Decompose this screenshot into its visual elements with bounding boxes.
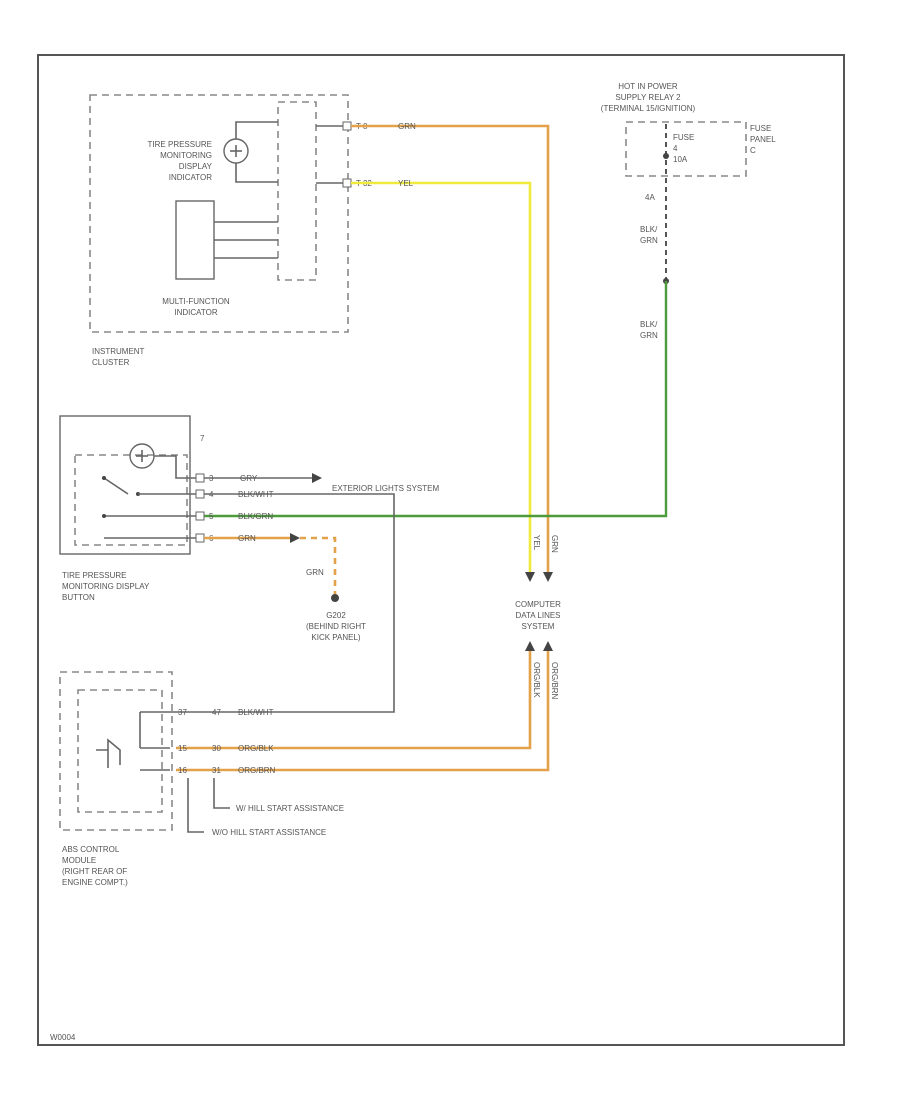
grn-ground-label: GRN	[306, 568, 324, 577]
yel-vert-label: YEL	[532, 535, 541, 551]
data-arrow-4-icon	[543, 641, 553, 651]
btn-conn-2-icon	[195, 489, 205, 499]
diagram-frame	[37, 54, 845, 1046]
abs-blk-wht-label: BLK/WHT	[238, 708, 274, 717]
blkgrn1-label: BLK/GRN	[640, 225, 658, 245]
grn-wire-ground	[300, 536, 337, 595]
btn-conn-3-icon	[195, 511, 205, 521]
btn-pin-3: 5	[209, 512, 214, 521]
abs-transistor-icon	[96, 738, 121, 768]
grn-vert-label: GRN	[550, 535, 559, 553]
org-blk-wire	[176, 651, 532, 750]
blk-grn-button-label: BLK/GRN	[238, 512, 273, 521]
abs-wire-2-num: 30	[212, 744, 221, 753]
exterior-lights-label: EXTERIOR LIGHTS SYSTEM	[332, 484, 439, 493]
org-brn-wire	[176, 651, 550, 772]
cluster-connector-a-icon	[342, 121, 352, 131]
yel-wire-cluster	[351, 181, 532, 572]
grn-button-label: GRN	[238, 534, 256, 543]
blk-wht-wire-label: BLK/WHT	[238, 490, 274, 499]
yel-wire-label-top: YEL	[398, 179, 414, 188]
data-arrow-1-icon	[525, 572, 535, 582]
abs-org-blk-label: ORG/BLK	[238, 744, 274, 753]
btn-pin-top: 7	[200, 434, 205, 443]
hill-start-2-label: W/O HILL START ASSISTANCE	[212, 828, 326, 837]
tpms-button-box	[59, 415, 191, 555]
data-arrow-2-icon	[543, 572, 553, 582]
abs-module-inner	[77, 689, 163, 813]
hill-start-1-label: W/ HILL START ASSISTANCE	[236, 804, 344, 813]
blk-grn-wire	[204, 281, 668, 518]
btn-conn-4-icon	[195, 533, 205, 543]
blkgrn2-label: BLK/GRN	[640, 320, 658, 340]
ground-icon	[331, 594, 339, 602]
fuse-panel-box	[625, 121, 747, 177]
grn-wire-label-top: GRN	[398, 122, 416, 131]
blk-wht-wire	[170, 493, 395, 713]
abs-pin-3: 16	[178, 766, 187, 775]
abs-wire-1-num: 47	[212, 708, 221, 717]
arrow-ground-icon	[290, 533, 300, 543]
grn-wire-cluster	[351, 124, 550, 572]
blk-grn-lower-label-group: BLK/GRN	[640, 320, 658, 340]
fuse-terminal-icon	[663, 153, 669, 159]
abs-pin-2: 15	[178, 744, 187, 753]
hill-start-bracket-2	[187, 778, 204, 833]
tpms-button-inner	[74, 454, 188, 546]
org-brn-vert-label: ORG/BRN	[550, 662, 559, 700]
cluster-connector-block	[277, 101, 317, 281]
abs-wire-3-num: 31	[212, 766, 221, 775]
abs-module-box	[59, 671, 173, 831]
diagram-id: W0004	[50, 1033, 76, 1042]
blk-grn-fuse-label-group: BLK/GRN	[640, 225, 658, 245]
gry-wire-label: GRY	[240, 474, 258, 483]
switch-contact-icon	[103, 477, 129, 495]
org-blk-vert-label: ORG/BLK	[532, 662, 541, 698]
hill-start-bracket-1	[213, 778, 230, 809]
abs-org-brn-label: ORG/BRN	[238, 766, 276, 775]
data-arrow-3-icon	[525, 641, 535, 651]
btn-conn-1-icon	[195, 473, 205, 483]
fuse-pin-label: 4A	[645, 193, 655, 202]
cluster-connector-b-icon	[342, 178, 352, 188]
instrument-cluster-box	[89, 94, 349, 333]
multifunction-indicator-icon	[175, 200, 215, 280]
abs-pin-1: 37	[178, 708, 187, 717]
arrow-icon	[312, 473, 322, 483]
